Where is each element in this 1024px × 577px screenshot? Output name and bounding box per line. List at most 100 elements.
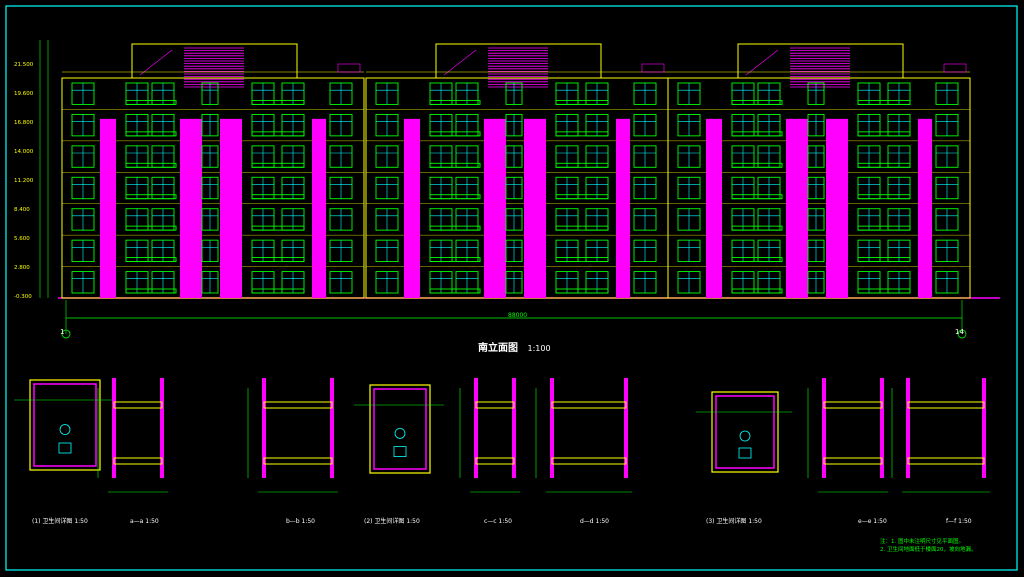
section-slab <box>907 457 985 465</box>
balcony-rail <box>429 288 481 294</box>
fixture-toilet <box>58 442 72 454</box>
plan-inner-wall <box>715 395 775 469</box>
detail-drawing <box>459 378 520 493</box>
level-label: 14.000 <box>14 149 34 155</box>
fixture-toilet <box>738 447 752 459</box>
section-slab <box>551 401 627 409</box>
detail-title: e—e 1:50 <box>858 518 887 525</box>
drawing-frame <box>5 5 1018 571</box>
fixture-basin <box>739 430 751 442</box>
plan-wall <box>29 379 101 471</box>
section-slab <box>823 401 883 409</box>
level-label: 5.600 <box>14 236 30 242</box>
level-label: 8.400 <box>14 207 30 213</box>
facade-panel <box>180 118 202 298</box>
detail-drawing <box>535 378 632 493</box>
detail-drawing <box>891 378 990 493</box>
balcony-rail <box>731 131 783 137</box>
plan-wall <box>369 384 431 474</box>
balcony-rail <box>125 162 177 168</box>
general-notes: 注：1. 图中未注明尺寸见平面图。 2. 卫生间地面低于楼面20，坡向地漏。 <box>880 538 977 554</box>
balcony-rail <box>857 99 911 105</box>
level-label: 16.800 <box>14 120 34 126</box>
balcony-rail <box>731 257 783 263</box>
balcony-rail <box>555 99 609 105</box>
balcony-rail <box>125 225 177 231</box>
roof-cap <box>943 63 967 73</box>
detail-title: a—a 1:50 <box>130 518 159 525</box>
fixture-basin <box>394 427 406 439</box>
section-slab <box>823 457 883 465</box>
fixture-basin <box>59 424 71 435</box>
axis-bubble <box>957 329 967 339</box>
balcony-rail <box>857 225 911 231</box>
detail-drawing <box>354 384 444 474</box>
building-unit <box>667 43 971 299</box>
roof-cap <box>337 63 361 73</box>
detail-drawing <box>14 379 114 471</box>
detail-title: (3) 卫生间详图 1:50 <box>706 518 762 525</box>
balcony-rail <box>555 288 609 294</box>
balcony-rail <box>857 288 911 294</box>
balcony-rail <box>251 162 305 168</box>
elevation-title-text: 南立面图 <box>478 343 518 354</box>
roof-cap <box>641 63 665 73</box>
detail-title: c—c 1:50 <box>484 518 512 525</box>
facade-panel <box>220 118 242 298</box>
balcony-rail <box>857 257 911 263</box>
axis-start-label: 1 <box>60 328 65 336</box>
note-line: 2. 卫生间地面低于楼面20，坡向地漏。 <box>880 547 977 553</box>
balcony-rail <box>251 131 305 137</box>
building-unit <box>61 43 365 299</box>
balcony-rail <box>857 162 911 168</box>
balcony-rail <box>731 99 783 105</box>
balcony-rail <box>251 225 305 231</box>
level-label: 11.200 <box>14 178 34 184</box>
balcony-rail <box>251 99 305 105</box>
elevation-scale: 1:100 <box>527 344 551 353</box>
detail-title: (2) 卫生间详图 1:50 <box>364 518 420 525</box>
facade-panel <box>312 118 326 298</box>
roof-slope <box>139 49 173 76</box>
plan-inner-wall <box>33 383 97 467</box>
balcony-rail <box>429 99 481 105</box>
plan-wall <box>711 391 779 473</box>
facade-panel <box>918 118 932 298</box>
section-slab <box>263 457 333 465</box>
balcony-rail <box>429 257 481 263</box>
detail-drawing <box>696 391 792 473</box>
building-unit <box>365 43 669 299</box>
note-line: 注：1. 图中未注明尺寸见平面图。 <box>880 539 964 545</box>
detail-title: (1) 卫生间详图 1:50 <box>32 518 88 525</box>
section-slab <box>551 457 627 465</box>
facade-panel <box>484 118 506 298</box>
facade-panel <box>524 118 546 298</box>
section-slab <box>113 401 163 409</box>
balcony-rail <box>731 162 783 168</box>
roof-slope <box>443 49 477 76</box>
balcony-rail <box>731 225 783 231</box>
fixture-toilet <box>393 446 407 458</box>
section-slab <box>475 401 515 409</box>
section-slab <box>263 401 333 409</box>
detail-title: d—d 1:50 <box>580 518 609 525</box>
facade-panel <box>616 118 630 298</box>
section-slab <box>113 457 163 465</box>
roof-slope <box>745 49 779 76</box>
axis-bubble <box>61 329 71 339</box>
facade-panel <box>786 118 808 298</box>
balcony-rail <box>555 162 609 168</box>
south-elevation <box>39 40 1000 339</box>
balcony-rail <box>251 288 305 294</box>
facade-panel <box>404 118 420 298</box>
balcony-rail <box>429 225 481 231</box>
axis-end-label: 14 <box>955 328 964 336</box>
elevation-title: 南立面图 1:100 <box>478 339 551 354</box>
balcony-rail <box>125 194 177 200</box>
balcony-rail <box>555 225 609 231</box>
facade-panel <box>100 118 116 298</box>
balcony-rail <box>429 194 481 200</box>
level-label: 2.800 <box>14 265 30 271</box>
plan-inner-wall <box>373 388 427 470</box>
balcony-rail <box>731 194 783 200</box>
